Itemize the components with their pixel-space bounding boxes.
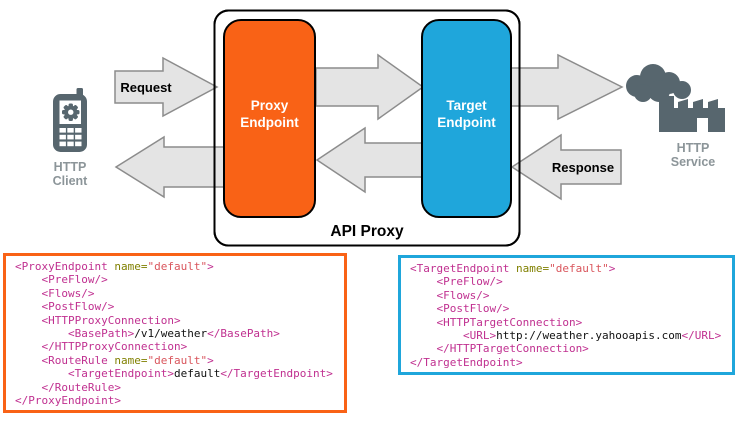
code-line: <PreFlow/> <box>410 275 503 289</box>
http-client-icon <box>53 88 87 152</box>
response-label: Response <box>552 160 614 175</box>
target-to-proxy-arrow <box>315 126 424 194</box>
target-endpoint-label-line1: Target <box>446 98 487 113</box>
gear-icon <box>62 103 80 121</box>
code-line: </RouteRule> <box>15 380 121 394</box>
response-arrow <box>510 133 622 201</box>
code-line: <PostFlow/> <box>410 302 510 316</box>
code-line: </TargetEndpoint> <box>410 355 523 369</box>
proxy-to-target-arrow <box>315 53 425 121</box>
smoke-cloud <box>626 64 691 102</box>
code-line: </ProxyEndpoint> <box>15 394 121 408</box>
code-line: <TargetEndpoint name="default"> <box>410 262 616 275</box>
code-line: <HTTPTargetConnection> <box>410 315 583 329</box>
proxy-endpoint-label-line2: Endpoint <box>240 115 299 130</box>
code-line: </HTTPTargetConnection> <box>410 342 589 356</box>
api-proxy-container-border <box>213 9 521 247</box>
proxy-endpoint-code-block: <ProxyEndpoint name="default"> <PreFlow/… <box>3 253 347 413</box>
code-line: <Flows/> <box>410 288 490 302</box>
proxy-endpoint-label-line1: Proxy <box>251 98 289 113</box>
flow-arrows <box>114 53 624 201</box>
http-client-label-line1: HTTP <box>54 160 87 174</box>
http-service-label-line2: Service <box>671 155 716 169</box>
request-arrow <box>114 56 219 118</box>
code-line: <BasePath>/v1/weather</BasePath> <box>15 327 280 341</box>
code-line: </HTTPProxyConnection> <box>15 340 188 354</box>
phone-keypad <box>59 128 82 147</box>
factory-building <box>659 96 725 132</box>
api-proxy-label: API Proxy <box>330 223 404 240</box>
target-endpoint-box <box>421 19 512 218</box>
code-line: <RouteRule name="default"> <box>15 353 214 367</box>
proxy-endpoint-box <box>223 19 316 218</box>
proxy-to-client-arrow <box>114 135 226 199</box>
target-endpoint-code-block: <TargetEndpoint name="default"> <PreFlow… <box>398 255 735 375</box>
code-line: <URL>http://weather.yahooapis.com</URL> <box>410 329 722 343</box>
code-line: <PreFlow/> <box>15 273 108 287</box>
http-client-label-line2: Client <box>53 174 89 188</box>
code-line: <ProxyEndpoint name="default"> <box>15 260 214 273</box>
http-service-icon <box>626 64 725 132</box>
request-label: Request <box>120 80 172 95</box>
target-to-service-arrow <box>510 53 624 121</box>
code-line: <HTTPProxyConnection> <box>15 313 181 327</box>
target-endpoint-label-line2: Endpoint <box>437 115 496 130</box>
code-line: <PostFlow/> <box>15 300 115 314</box>
code-line: <TargetEndpoint>default</TargetEndpoint> <box>15 367 333 381</box>
flow-diagram: Proxy Endpoint Target Endpoint Request R… <box>53 9 725 247</box>
code-line: <Flows/> <box>15 286 95 300</box>
factory-door <box>697 118 708 132</box>
http-service-label-line1: HTTP <box>677 141 710 155</box>
